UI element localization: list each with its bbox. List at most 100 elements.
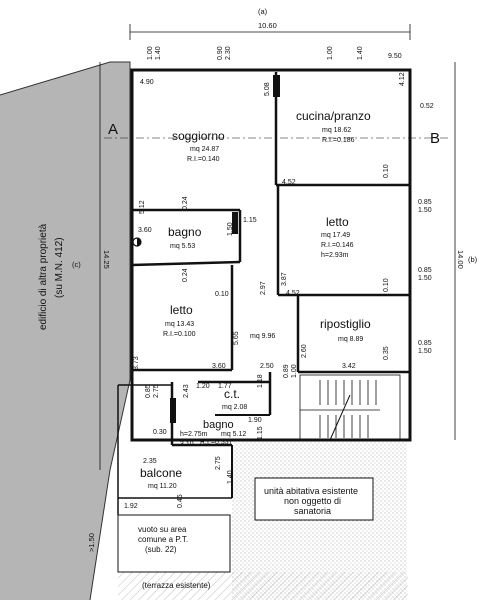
d-035: 0.35: [383, 346, 390, 360]
d-260: 2.60: [301, 344, 308, 358]
d-024a: 0.24: [182, 196, 189, 210]
unit-note-2: non oggetto di: [284, 496, 341, 506]
d-010a: 0.10: [383, 164, 390, 178]
d-230a: 2.30: [225, 46, 232, 60]
soggiorno-ri: R.I.=0.140: [187, 156, 220, 163]
bagno1-shaft: [232, 212, 238, 234]
width-total: 10.60: [258, 21, 277, 30]
stair: [299, 374, 401, 441]
soggiorno-name: soggiorno: [172, 129, 225, 143]
d-030: 0.30: [153, 429, 167, 436]
d-565: 5.65: [233, 331, 240, 345]
d-235: 2.35: [143, 458, 157, 465]
d-115b: 1.15: [257, 426, 264, 440]
corridoio-area: mq 9.96: [250, 333, 275, 340]
d-150c: 1.50: [227, 222, 234, 236]
cucina-name: cucina/pranzo: [296, 109, 371, 123]
unit-note-box: [254, 477, 374, 521]
d-250: 2.50: [260, 363, 274, 370]
bagno1-name: bagno: [168, 225, 202, 239]
void-note-1: vuoto su area: [138, 525, 187, 534]
d-490: 4.90: [140, 79, 154, 86]
d-085d: 0.85: [145, 384, 152, 398]
d-089: 0.89: [283, 364, 290, 378]
d-275: 2.75: [153, 384, 160, 398]
letto2-name: letto: [170, 303, 193, 317]
d-508: 5.08: [264, 82, 271, 96]
rip-name: ripostiglio: [320, 317, 371, 331]
d-360b: 3.60: [212, 363, 226, 370]
d-452b: 4.52: [286, 290, 300, 297]
d-024b: 0.24: [182, 268, 189, 282]
d-310: 3.10: [180, 441, 194, 448]
d-190: 1.90: [248, 417, 262, 424]
lower-dim: >1.50: [87, 533, 96, 552]
d-452a: 4.52: [282, 179, 296, 186]
rip-area: mq 8.89: [338, 336, 363, 343]
d-150d: 1.50: [418, 348, 432, 355]
letto2-ri: R.I.=0.100: [163, 331, 196, 338]
d-140c: 1.40: [227, 470, 234, 484]
neighbor-line1: edificio di altra proprietà: [38, 223, 49, 330]
bagno2-shaft: [170, 398, 176, 423]
right-b: (b): [468, 255, 478, 264]
d-118: 1.18: [257, 374, 264, 388]
cucina-ri: R.I.=0.186: [322, 137, 355, 144]
d-192: 1.92: [124, 503, 138, 510]
d-045: 0.45: [177, 494, 184, 508]
d-512: 5.12: [139, 200, 146, 214]
d-090a: 0.90: [217, 46, 224, 60]
d-360: 3.60: [138, 227, 152, 234]
d-140b: 1.40: [357, 46, 364, 60]
d-387: 3.87: [281, 272, 288, 286]
d-140a: 1.40: [155, 46, 162, 60]
wall-bagno-bottom: [131, 260, 241, 267]
right-dim: 14.00: [456, 250, 465, 269]
boiler-icon-fill: [137, 238, 141, 246]
d-342: 3.42: [342, 363, 356, 370]
d-243: 2.43: [183, 384, 190, 398]
d-115: 1.15: [243, 217, 257, 224]
hatch-strip: [118, 572, 408, 600]
ct-name: c.t.: [224, 387, 240, 401]
d-950: 9.50: [388, 53, 402, 60]
left-c: (c): [72, 260, 81, 269]
outer-wall: [130, 68, 412, 442]
soggiorno-area: mq 24.87: [190, 146, 219, 153]
d-177: 1.77: [218, 383, 232, 390]
bagno1-area: mq 5.53: [170, 243, 195, 250]
letto2-area: mq 13.43: [165, 321, 194, 328]
d-297: 2.97: [260, 281, 267, 295]
unit-note-3: sanatoria: [294, 506, 331, 516]
d-100: 1.00: [147, 46, 154, 60]
d-373: 3.73: [133, 356, 140, 370]
d-120: 1.20: [196, 383, 210, 390]
d-100c: 1.00: [291, 364, 298, 378]
d-150a: 1.50: [418, 207, 432, 214]
d-052: 0.52: [420, 103, 434, 110]
void-note-2: comune a P.T.: [138, 535, 188, 544]
d-010b: 0.10: [215, 291, 229, 298]
letto1-h: h=2.93m: [321, 252, 349, 259]
bagno2-area: mq 5.12: [221, 431, 246, 438]
cucina-area: mq 18.62: [322, 127, 351, 134]
letto1-name: letto: [326, 215, 349, 229]
section-b: B: [430, 130, 440, 147]
d-150b: 1.50: [418, 275, 432, 282]
balcone-area: mq 11.20: [148, 483, 177, 490]
section-a: A: [108, 121, 118, 138]
letto1-ri: R.I.=0.146: [321, 242, 354, 249]
d-412: 4.12: [399, 72, 406, 86]
terrace-note: (terrazza esistente): [142, 581, 211, 590]
d-085a: 0.85: [418, 199, 432, 206]
void-note-3: (sub. 22): [145, 545, 177, 554]
void-box: [117, 514, 231, 573]
chimney: [273, 75, 280, 97]
d-275b: 2.75: [215, 456, 222, 470]
bagno2-name: bagno: [203, 419, 234, 431]
ct-area: mq 2.08: [222, 404, 247, 411]
d-010c: 0.10: [383, 278, 390, 292]
unit-note-1: unità abitativa esistente: [264, 486, 358, 496]
d-085b: 0.85: [418, 267, 432, 274]
